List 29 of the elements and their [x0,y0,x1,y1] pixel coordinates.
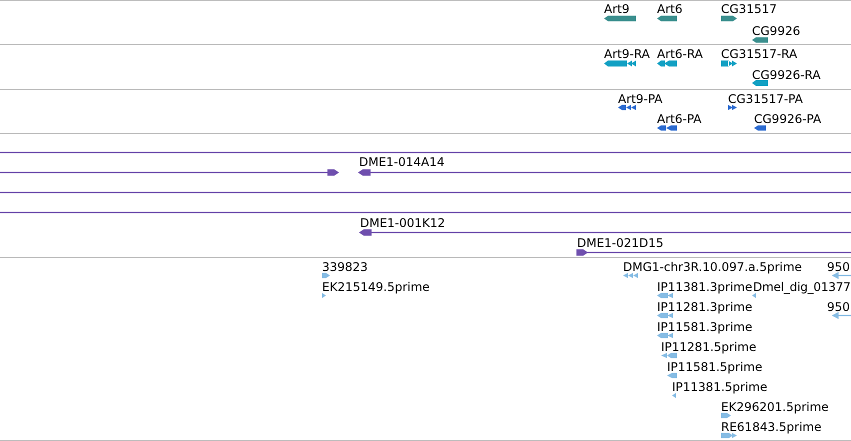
clone-label: DME1-021D15 [577,236,664,250]
est-label: Dmel_dig_01377 [753,280,851,294]
protein-label: CG9926-PA [754,112,822,126]
est-label: RE61843.5prime [721,420,822,434]
est-label: DMG1-chr3R.10.097.a.5prime [623,260,802,274]
est-label: 339823 [322,260,368,274]
protein-label: Art6-PA [657,112,702,126]
est-label: 950 [827,260,850,274]
est-label: IP11581.5prime [667,360,762,374]
est-label: EK296201.5prime [721,400,829,414]
est-label: IP11581.3prime [657,320,752,334]
gene-label: CG31517 [721,2,777,16]
est-label: IP11381.5prime [672,380,768,394]
gene-label: CG9926 [752,24,800,38]
est-label: IP11381.3prime [657,280,752,294]
est-label: IP11281.5prime [661,340,756,354]
protein-label: CG31517-PA [728,92,803,106]
gene-label: Art6 [657,2,682,16]
transcript-label: Art6-RA [657,47,703,61]
transcript-label: CG9926-RA [752,68,821,82]
est-label: IP11281.3prime [657,300,752,314]
est-label: EK215149.5prime [322,280,430,294]
clone-label: DME1-001K12 [360,216,446,230]
est-label: 950 [827,300,850,314]
transcript-label: Art9-RA [604,47,650,61]
transcript-label: CG31517-RA [721,47,798,61]
gene-label: Art9 [604,2,630,16]
protein-label: Art9-PA [618,92,662,106]
clone-label: DME1-014A14 [359,154,445,168]
